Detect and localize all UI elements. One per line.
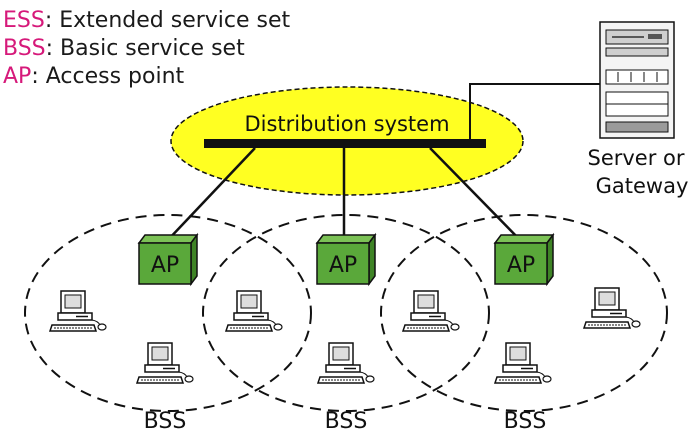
desktop-computer-icon [49, 290, 107, 332]
server-label-line2: Gateway [596, 174, 689, 198]
bss-cell-2 [202, 214, 490, 412]
desktop-computer-icon [494, 342, 552, 384]
desktop-computer-icon [402, 290, 460, 332]
desktop-computer-icon [225, 290, 283, 332]
desktop-computer-icon [136, 342, 194, 384]
bss-label-2: BSS [325, 409, 368, 434]
ap-link-1 [165, 147, 256, 243]
server-label-line1: Server or [587, 146, 684, 170]
bss-cell-1 [24, 214, 312, 412]
desktop-computer-icon [583, 287, 641, 329]
access-point-2: AP [315, 232, 377, 287]
ap-label: AP [151, 253, 179, 278]
ap-label: AP [329, 253, 357, 278]
legend: ESS: Extended service set BSS: Basic ser… [3, 8, 291, 89]
distribution-system-label: Distribution system [244, 112, 449, 136]
ap-label: AP [507, 253, 535, 278]
access-point-3: AP [493, 232, 555, 287]
bss-cells [24, 214, 668, 412]
bss-label-1: BSS [144, 409, 187, 434]
access-point-1: AP [137, 232, 199, 287]
station-icons [49, 287, 641, 384]
ap-link-3 [429, 147, 523, 243]
bss-label-3: BSS [504, 409, 547, 434]
server-link [469, 83, 600, 139]
bss-cell-3 [380, 214, 668, 412]
legend-item-ess: ESS: Extended service set [3, 8, 291, 33]
server-tower-icon [599, 21, 675, 139]
distribution-bus [204, 139, 486, 148]
legend-item-bss: BSS: Basic service set [3, 36, 245, 61]
desktop-computer-icon [317, 342, 375, 384]
legend-item-ap: AP: Access point [3, 64, 185, 89]
